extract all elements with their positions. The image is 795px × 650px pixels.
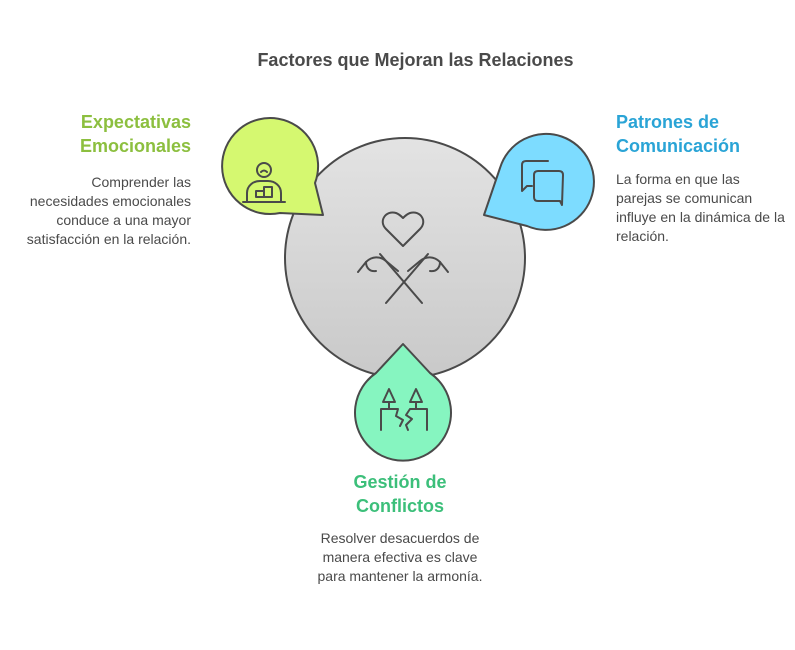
factor-description-communication: La forma en que las parejas se comunican… xyxy=(616,171,785,244)
factor-title-conflict: Gestión de Conflictos xyxy=(353,472,447,516)
factor-shape-communication xyxy=(483,132,595,231)
central-circle xyxy=(284,137,526,379)
factor-title-emotional: Expectativas Emocionales xyxy=(79,112,191,156)
heart-hands-icon xyxy=(357,211,449,304)
diagram-title: Factores que Mejoran las Relaciones xyxy=(257,50,574,70)
split-trees-icon xyxy=(380,388,428,431)
factor-description-emotional: Comprender las necesidades emocionales c… xyxy=(26,174,191,247)
factor-shape-conflict xyxy=(354,343,452,462)
factor-description-conflict: Resolver desacuerdos de manera efectiva … xyxy=(317,530,483,584)
chat-bubbles-icon xyxy=(521,160,564,206)
factor-title-communication: Patrones de Comunicación xyxy=(616,112,741,156)
factor-shape-emotional xyxy=(221,117,324,216)
person-at-desk-icon xyxy=(242,162,286,203)
